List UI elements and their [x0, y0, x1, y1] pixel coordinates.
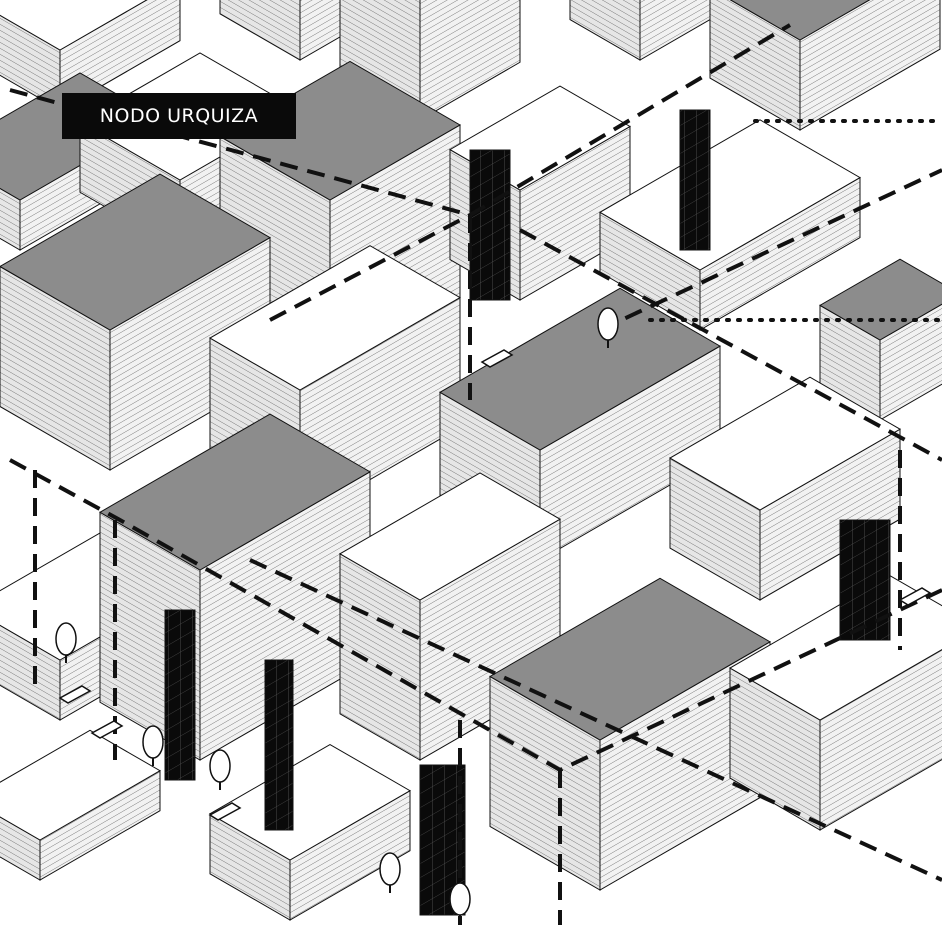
tree-crown — [450, 883, 470, 915]
tree-crown — [598, 308, 618, 340]
dark-facade — [470, 150, 510, 300]
tree-crown — [143, 726, 163, 758]
dark-facade — [680, 110, 710, 250]
tree-crown — [56, 623, 76, 655]
title-text: NODO URQUIZA — [100, 105, 258, 127]
dark-facade — [840, 520, 890, 640]
tree-crown — [380, 853, 400, 885]
title-label: NODO URQUIZA — [62, 93, 296, 139]
dark-facade — [165, 610, 195, 780]
dark-facade — [265, 660, 293, 830]
tree-crown — [210, 750, 230, 782]
